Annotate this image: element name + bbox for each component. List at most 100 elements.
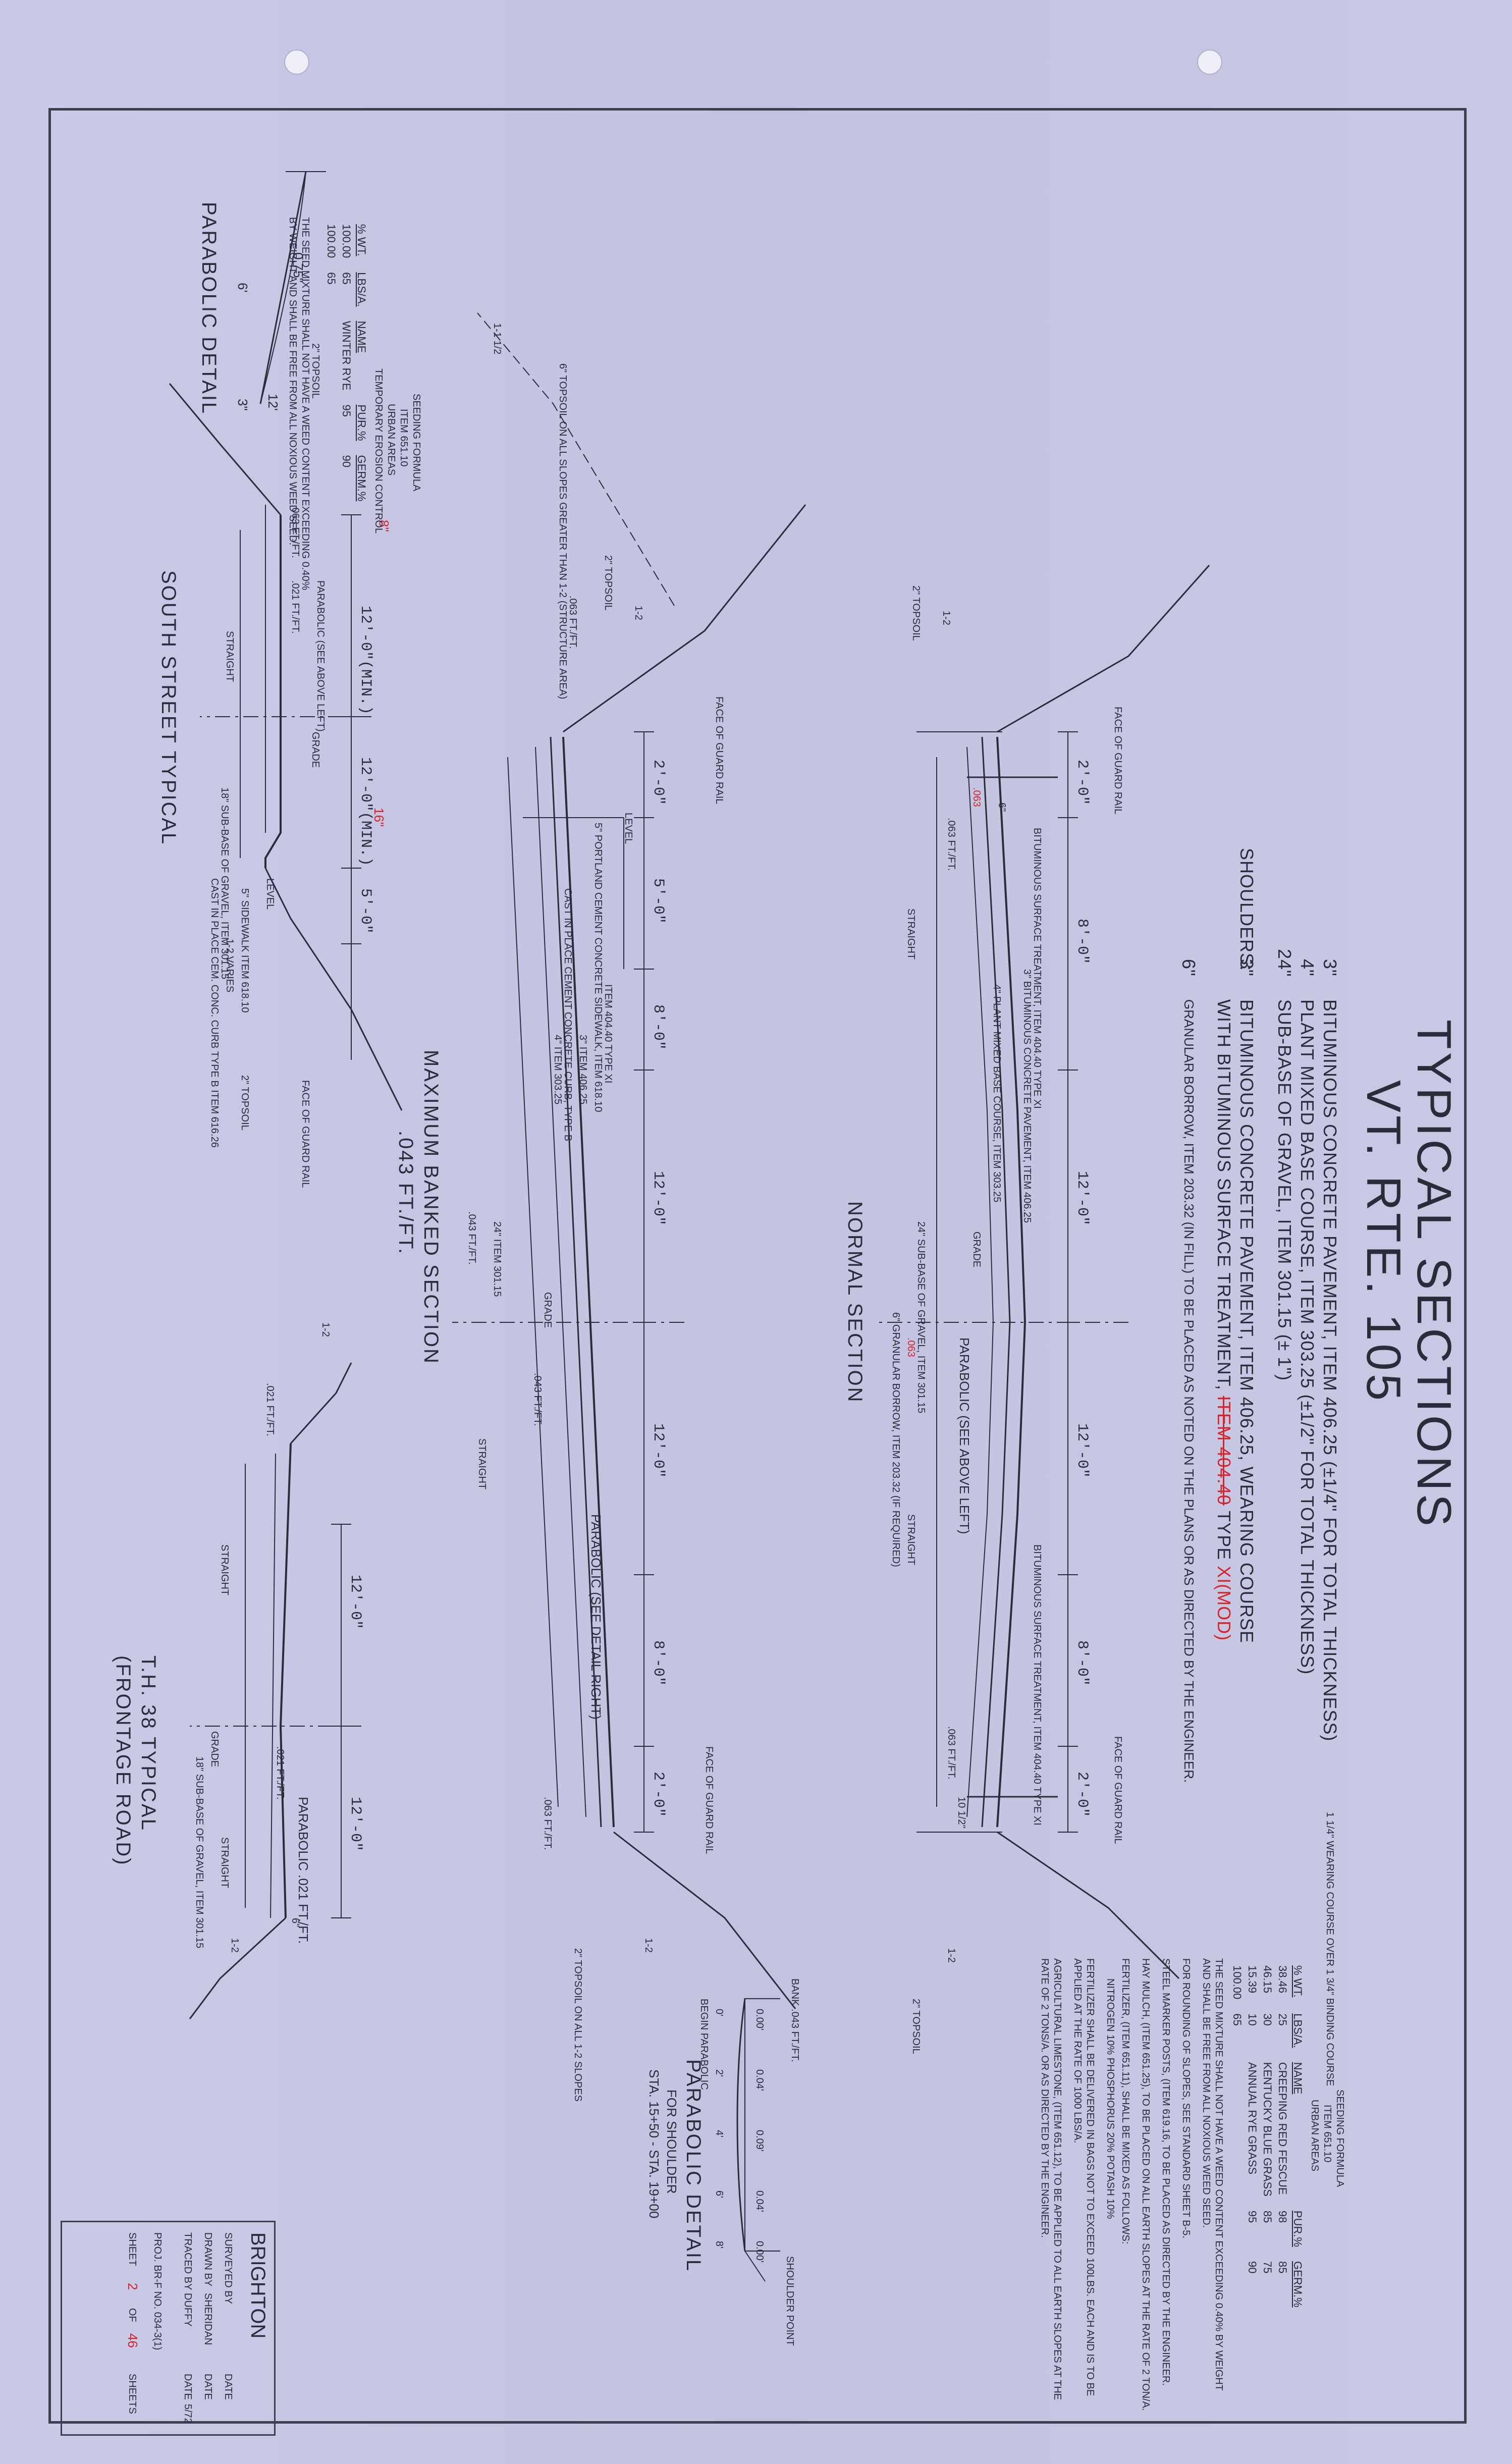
label-topsoil-12: 2" TOPSOIL ON ALL 1-2 SLOPES (572, 1948, 583, 2102)
dim-south-1: 12'-0"(MIN.) (357, 606, 374, 715)
label-dim-6in-n: 6" (996, 802, 1007, 812)
tb-sheet-no: 2 (125, 2283, 140, 2290)
spec-text-3: SUB-BASE OF GRAVEL, ITEM 301.15 (± 1") (1274, 999, 1295, 1381)
binder-hole (284, 49, 309, 75)
seed-left-note-2: BY WEIGHT AND SHALL BE FREE FROM ALL NOX… (287, 217, 298, 546)
dim-banked-4: 12'-0" (650, 1171, 667, 1226)
label-topsoil-s1: 2" TOPSOIL (310, 343, 321, 399)
title-line-1: TYPICAL SECTIONS (1407, 1020, 1461, 1529)
th38-title: T.H. 38 TYPICAL (137, 1655, 159, 1832)
label-straight-s: STRAIGHT (224, 631, 235, 682)
banked-section-title: MAXIMUM BANKED SECTION (420, 1050, 442, 1365)
label-slope-112: 1-1 1/2 (492, 323, 503, 355)
label-face-guard-rail-b1: FACE OF GUARD RAIL (714, 697, 725, 805)
dim-normal-4: 12'-0" (1073, 1423, 1091, 1478)
label-face-guard-rail-s: FACE OF GUARD RAIL (300, 1080, 311, 1188)
label-plant-mixed: 4" PLANT MIXED BASE COURSE, ITEM 303.25 (991, 984, 1002, 1203)
cell: KENTUCKY BLUE GRASS (1261, 2062, 1274, 2197)
cell: 95 (340, 404, 353, 417)
label-straight-n1: STRAIGHT (905, 908, 916, 960)
normal-section-title: NORMAL SECTION (844, 1201, 866, 1404)
label-ftft-red-n2: .063 (905, 1337, 916, 1357)
dim-banked-7: 2'-0" (650, 1772, 667, 1817)
seed-left-note-1: THE SEED MIXTURE SHALL NOT HAVE A WEED C… (300, 217, 311, 591)
ps-sta-2: 4' (714, 2130, 725, 2137)
seed-right-table: % WT. LBS/A. NAME PUR.% GERM.% 38.46 25 … (1229, 1958, 1305, 2315)
label-ftft-b2: .043 FT./FT. (466, 1211, 477, 1265)
shoulders-text-1: BITUMINOUS CONCRETE PAVEMENT, ITEM 406.2… (1236, 999, 1257, 1643)
label-face-guard-rail-n2: FACE OF GUARD RAIL (1112, 1736, 1123, 1844)
cell (1229, 2055, 1245, 2204)
label-ftft-b4: .063 FT./FT. (542, 1797, 553, 1850)
label-item-40625: 3" ITEM 406.25 (577, 1035, 588, 1105)
spec-text-1: BITUMINOUS CONCRETE PAVEMENT, ITEM 406.2… (1320, 999, 1340, 1742)
cell: 65 (340, 272, 353, 285)
label-parabolic-see-right: PARABOLIC (SEE DETAIL RIGHT) (588, 1514, 604, 1720)
label-varies: 1-2 VARIES (224, 939, 235, 993)
cell: 100.00 (1231, 1965, 1244, 2000)
spec-note-1: 1 1/4" WEARING COURSE OVER 1 3/4" BINDIN… (1324, 1812, 1335, 2086)
label-slope-t1: 1-2 (320, 1322, 331, 1337)
label-bit-surface-n1: BITUMINOUS SURFACE TREATMENT, ITEM 404.4… (1032, 828, 1043, 1109)
cell (323, 314, 339, 398)
label-red-16: 16" (371, 808, 387, 827)
shoulders-text-2a: WITH BITUMINOUS SURFACE TREATMENT, (1214, 999, 1234, 1390)
tb-sheets: SHEETS (127, 2374, 138, 2415)
cell: 100.00 (340, 224, 353, 258)
tb-drawn: DRAWN BY (202, 2232, 213, 2287)
cell: 10 (1246, 2013, 1259, 2026)
tb-date-2: DATE (202, 2374, 213, 2400)
seed-left-title-3: URBAN AREAS (386, 404, 397, 476)
tb-traced: TRACED BY (182, 2232, 193, 2290)
ps-begin: BEGIN PARABOLIC (698, 1999, 710, 2090)
tb-date-val: 5/72 (182, 2404, 193, 2424)
label-item-30325: 4" ITEM 303.25 (552, 1035, 563, 1105)
parabolic-shoulder-sta: STA. 15+50 - STA. 19+00 (646, 2069, 662, 2219)
cell (1229, 2254, 1245, 2315)
dim-banked-3: 8'-0" (650, 1004, 667, 1050)
dim-normal-6: 2'-0" (1073, 1772, 1091, 1817)
ps-sta-0: 0' (714, 2009, 725, 2016)
ps-shoulder-point: SHOULDER POINT (784, 2256, 795, 2346)
sr-h1: LBS/A. (1291, 2013, 1304, 2048)
granular-text: GRANULAR BORROW, ITEM 203.32 (IN FILL) T… (1181, 999, 1197, 1783)
label-level-s: LEVEL (264, 878, 276, 910)
cell: 100.00 (325, 224, 338, 258)
parabolic-shoulder-title: PARABOLIC DETAIL (682, 2059, 705, 2273)
label-straight-b: STRAIGHT (476, 1438, 488, 1490)
seed-right-title-1: SEEDING FORMULA (1334, 2090, 1345, 2187)
seed-right-title-3: URBAN AREAS (1309, 2100, 1320, 2172)
shoulders-label: SHOULDERS: (1236, 848, 1257, 972)
south-street-title: SOUTH STREET TYPICAL (157, 570, 180, 846)
pd-12: 12' (265, 394, 281, 411)
seed-left-table: % WT. LBS/A. NAME PUR.% GERM.% 100.00 65… (323, 217, 369, 508)
table-row: 15.39 10 ANNUAL RYE GRASS 95 90 (1245, 1958, 1260, 2315)
label-ftft-b1: .043 FT./FT. (532, 1373, 543, 1426)
label-grade-n: GRADE (971, 1231, 982, 1268)
label-slope-n2: 1-2 (946, 1948, 957, 1963)
cell: 46.15 (1261, 1965, 1274, 1994)
label-parabolic-see-left: PARABOLIC (SEE ABOVE LEFT) (957, 1337, 972, 1534)
cell: 30 (1261, 2013, 1274, 2026)
ps-offset-2: 0.09' (754, 2130, 765, 2152)
seed-left-subtitle: TEMPORARY EROSION CONTROL (373, 368, 384, 534)
cell: 85 (1261, 2210, 1274, 2223)
seed-right-title-2: ITEM 651.10 (1322, 2105, 1333, 2163)
ps-bank: BANK .043 FT./FT. (789, 1978, 800, 2062)
label-level-b: LEVEL (623, 813, 634, 844)
sr-h0: % WT. (1291, 1965, 1304, 1998)
label-slope-n1: 1-2 (941, 611, 952, 625)
sr-h2: NAME (1291, 2062, 1304, 2095)
shoulders-red: XI(MOD) (1214, 1566, 1234, 1641)
table-row: 46.15 30 KENTUCKY BLUE GRASS 85 75 (1260, 1958, 1275, 2315)
label-topsoil-n2: 2" TOPSOIL (910, 1999, 922, 2054)
tb-date-3: DATE (182, 2374, 193, 2400)
dim-banked-1: 2'-0" (650, 760, 667, 806)
dim-banked-2: 5'-0" (650, 878, 667, 924)
tb-of: OF (127, 2308, 138, 2322)
sl-h4: GERM.% (355, 455, 368, 502)
dim-normal-1: 2'-0" (1073, 760, 1091, 806)
shoulders-text-3: TYPE (1214, 1511, 1234, 1561)
ps-sta-1: 2' (714, 2069, 725, 2077)
